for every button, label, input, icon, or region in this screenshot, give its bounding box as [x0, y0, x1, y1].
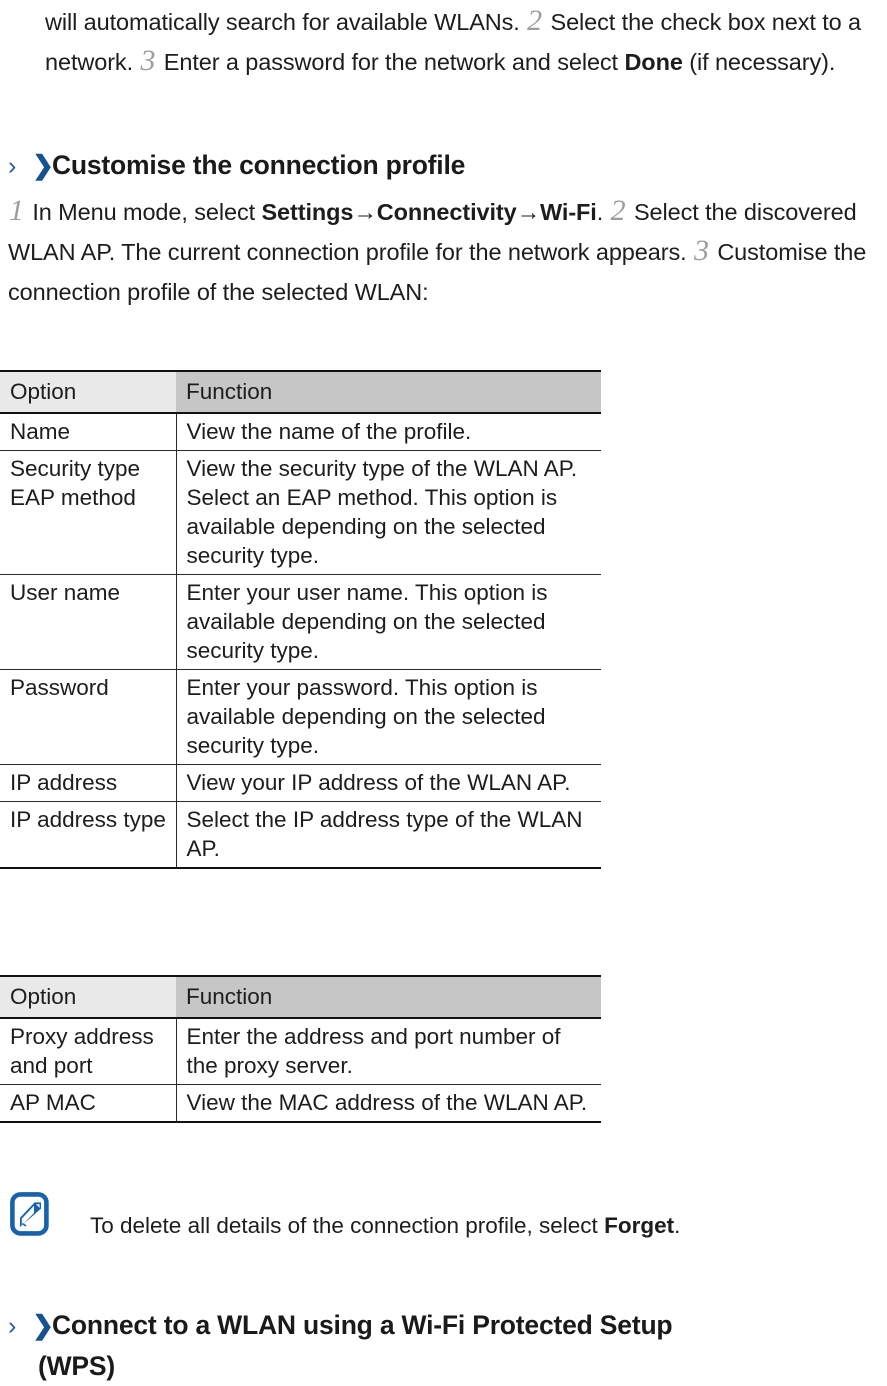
note-text: To delete all details of the connection … [52, 1188, 680, 1241]
note-text-before: To delete all details of the connection … [90, 1213, 598, 1238]
cell-function: View the name of the profile. [176, 413, 601, 451]
intro-paragraph: will automatically search for available … [45, 2, 887, 82]
cell-function: Enter your password. This option is avai… [176, 669, 601, 765]
cell-function: View the MAC address of the WLAN AP. [176, 1084, 601, 1123]
cell-option: AP MAC [0, 1084, 177, 1123]
body-customise-steps: 1 In Menu mode, select Settings→Connecti… [8, 192, 868, 312]
heading-wps-line2: (WPS) [38, 1351, 116, 1381]
heading-customise-connection-profile: › ❯Customise the connection profile [8, 145, 465, 186]
intro-text-1: will automatically search for available … [45, 9, 520, 35]
cell-option: Name [0, 413, 177, 451]
table-header-row: Option Function [0, 370, 601, 414]
chevron-thin-icon: › [8, 1312, 17, 1340]
step-number-2: 2 [527, 4, 543, 37]
table-row: Security type EAP method View the securi… [0, 450, 601, 575]
cell-option: Proxy address and port [0, 1018, 177, 1085]
intro-text-2: Select the check box next to a network. [45, 9, 862, 75]
intro-text-tail: (if necessary). [689, 49, 836, 75]
step-number-3: 3 [140, 44, 156, 77]
note-block: To delete all details of the connection … [10, 1188, 870, 1241]
cell-function: Enter the address and port number of the… [176, 1018, 601, 1085]
body-text-2: Select the discovered WLAN AP. The curre… [8, 199, 857, 265]
table-row: Proxy address and port Enter the address… [0, 1018, 601, 1085]
heading-connect-wlan-wps: › ❯Connect to a WLAN using a Wi-Fi Protec… [8, 1305, 878, 1386]
table-row: AP MAC View the MAC address of the WLAN … [0, 1084, 601, 1123]
body-period: . [596, 199, 604, 225]
table-header-row: Option Function [0, 975, 601, 1019]
cell-function: Select the IP address type of the WLAN A… [176, 801, 601, 869]
intro-bold-done: Done [624, 49, 683, 75]
cell-function: View your IP address of the WLAN AP. [176, 764, 601, 802]
heading-customise-text: Customise the connection profile [51, 150, 466, 180]
cell-option: User name [0, 574, 177, 670]
chevron-thin-icon: › [8, 152, 17, 180]
body-text-1: In Menu mode, select [32, 199, 256, 225]
body-step-number-3: 3 [693, 234, 709, 267]
table-connection-profile-options: Option Function Name View the name of th… [0, 370, 601, 869]
column-header-option: Option [0, 975, 176, 1019]
cell-function: View the security type of the WLAN AP. S… [176, 450, 601, 575]
table-row: User name Enter your user name. This opt… [0, 574, 601, 670]
chevron-bold-icon: ❯ [32, 1310, 54, 1340]
arrow-icon-1: → [353, 199, 377, 225]
table-connection-profile-options-continued: Option Function Proxy address and port E… [0, 975, 601, 1123]
intro-text-3: Enter a password for the network and sel… [163, 49, 618, 75]
cell-option: IP address [0, 764, 177, 802]
note-text-after: . [674, 1213, 681, 1238]
cell-function: Enter your user name. This option is ava… [176, 574, 601, 670]
column-header-option: Option [0, 370, 176, 414]
column-header-function: Function [176, 975, 601, 1019]
table-row: IP address View your IP address of the W… [0, 764, 601, 802]
table-row: Password Enter your password. This optio… [0, 669, 601, 765]
body-text-3: Customise the connection profile of the … [8, 239, 867, 305]
cell-option: Password [0, 669, 177, 765]
cell-option: IP address type [0, 801, 177, 869]
note-pen-icon [10, 1190, 52, 1238]
chevron-bold-icon: ❯ [32, 150, 54, 180]
note-bold-forget: Forget [604, 1213, 675, 1238]
body-step-number-2: 2 [610, 194, 626, 227]
column-header-function: Function [176, 370, 601, 414]
table-row: Name View the name of the profile. [0, 413, 601, 451]
cell-option: Security type EAP method [0, 450, 177, 575]
menu-path-wifi: Wi-Fi [540, 199, 597, 225]
arrow-icon-2: → [516, 199, 541, 225]
menu-path-connectivity: Connectivity [376, 199, 517, 225]
step-number-1: 1 [9, 194, 24, 227]
heading-wps-line1: Connect to a WLAN using a Wi-Fi Protecte… [51, 1310, 673, 1340]
menu-path-settings: Settings [261, 199, 354, 225]
table-row: IP address type Select the IP address ty… [0, 801, 601, 869]
